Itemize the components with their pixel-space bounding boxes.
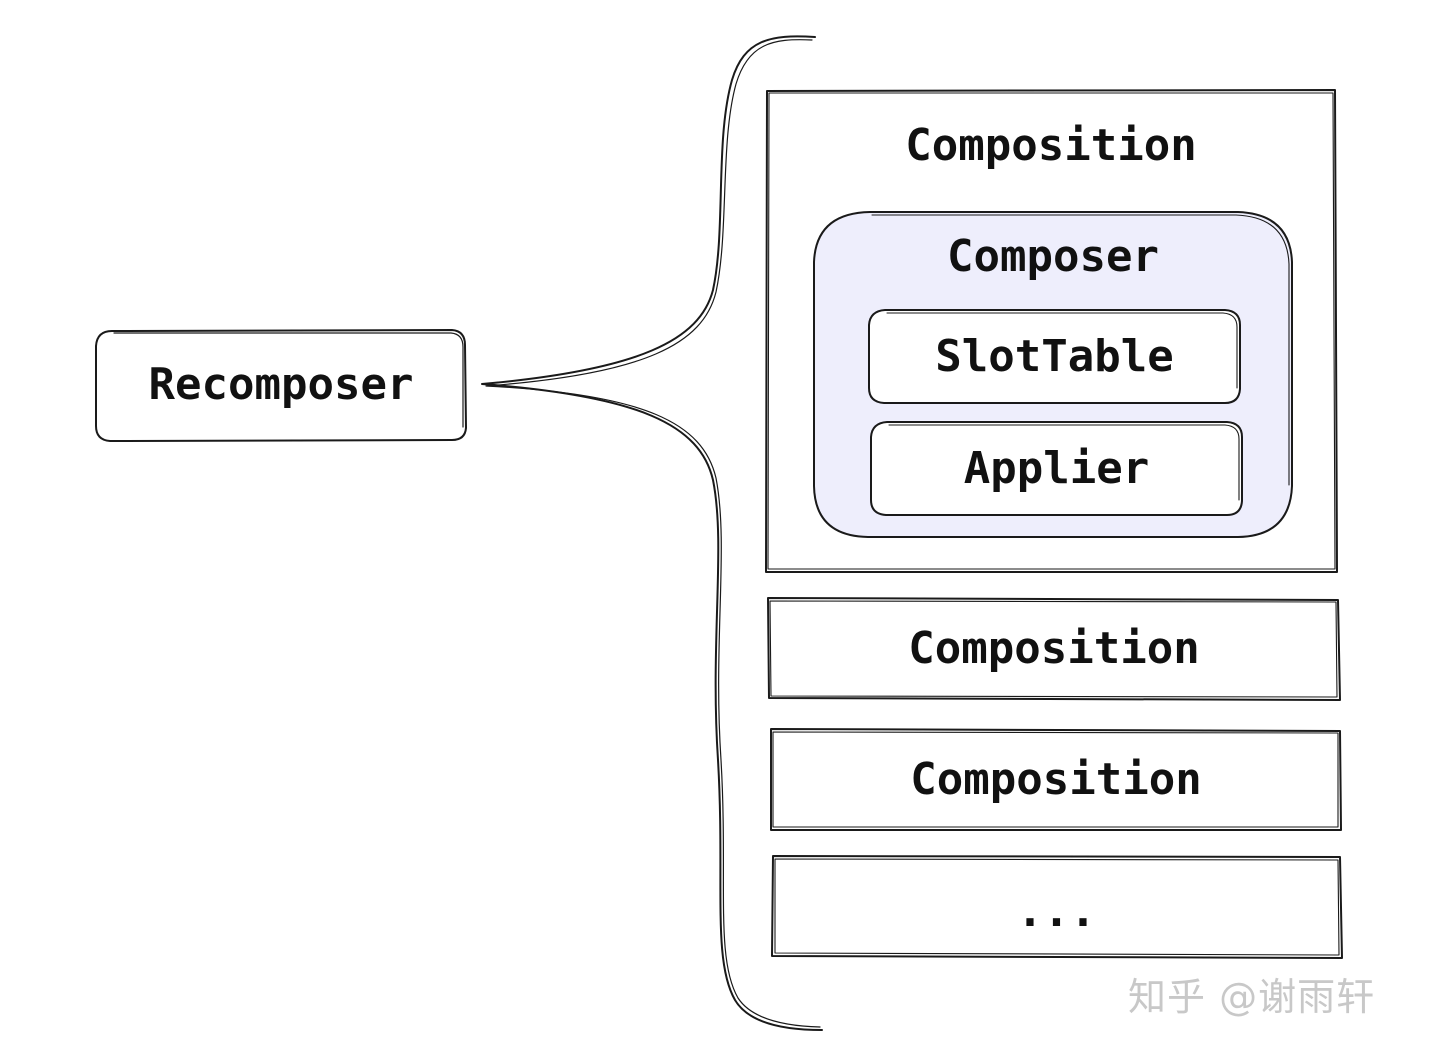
curly-brace	[481, 35, 823, 1031]
composition-label-1: Composition	[905, 120, 1197, 171]
composition-box-3	[770, 728, 1342, 831]
slottable-label: SlotTable	[935, 331, 1174, 382]
composition-label-2: Composition	[908, 623, 1200, 674]
ellipsis-box	[771, 855, 1343, 959]
ellipsis-label: ...	[1016, 886, 1097, 937]
watermark: 知乎 @谢雨轩	[1128, 975, 1376, 1019]
applier-box	[870, 421, 1243, 516]
composition-box-2	[767, 597, 1341, 701]
composition-box-1	[765, 89, 1338, 573]
recomposer-label: Recomposer	[148, 359, 414, 410]
recomposer-box	[95, 329, 467, 442]
composition-label-3: Composition	[910, 754, 1202, 805]
applier-label: Applier	[963, 443, 1150, 494]
composer-label: Composer	[947, 231, 1159, 282]
slottable-box	[868, 309, 1241, 404]
